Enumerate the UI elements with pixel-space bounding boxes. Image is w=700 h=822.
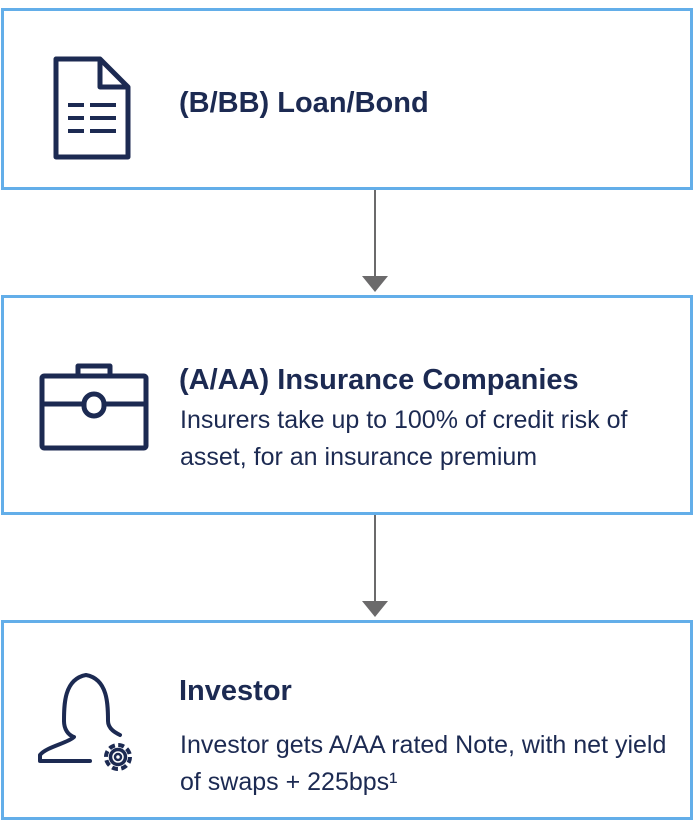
step-investor: Investor Investor gets A/AA rated Note, … [1, 620, 693, 820]
arrow-head [362, 276, 388, 292]
document-icon [50, 55, 134, 166]
step-title: (B/BB) Loan/Bond [179, 87, 429, 119]
arrow-head [362, 601, 388, 617]
step-loan-bond: (B/BB) Loan/Bond [1, 8, 693, 190]
step-title: (A/AA) Insurance Companies [179, 364, 579, 396]
person-gear-icon [34, 663, 144, 778]
flow-arrow [362, 515, 388, 620]
step-description: Investor gets A/AA rated Note, with net … [180, 731, 667, 796]
step-insurance-companies: (A/AA) Insurance Companies Insurers take… [1, 295, 693, 515]
arrow-line [374, 190, 376, 280]
flow-arrow [362, 190, 388, 295]
briefcase-icon [38, 360, 150, 457]
step-description: Insurers take up to 100% of credit risk … [180, 406, 628, 471]
arrow-line [374, 515, 376, 605]
step-title: Investor [179, 675, 292, 707]
